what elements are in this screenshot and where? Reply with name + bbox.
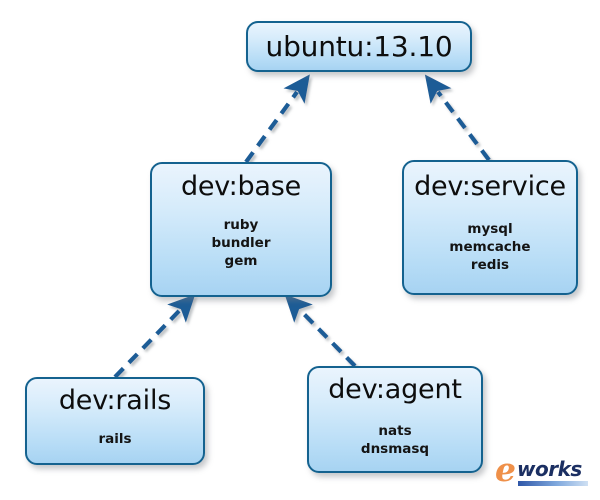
package-item: dnsmasq — [360, 441, 430, 458]
node-dev-base-packages: ruby bundler gem — [212, 217, 271, 270]
watermark-bar — [518, 481, 588, 486]
package-item: ruby — [223, 217, 259, 234]
edge-rails-to-base — [113, 294, 196, 379]
eworks-watermark-logo: e works — [495, 450, 595, 491]
node-ubuntu[interactable]: ubuntu:13.10 — [246, 21, 472, 72]
package-item: redis — [470, 256, 510, 273]
package-item: gem — [224, 252, 258, 269]
package-item: memcache — [449, 239, 531, 256]
edge-base-to-ubuntu — [244, 74, 310, 164]
node-dev-base[interactable]: dev:base ruby bundler gem — [150, 162, 332, 297]
node-dev-service[interactable]: dev:service mysql memcache redis — [402, 160, 578, 295]
node-dev-rails-packages: rails — [98, 431, 131, 449]
package-item: rails — [98, 431, 132, 448]
node-dev-agent-title: dev:agent — [328, 374, 462, 405]
node-dev-base-title: dev:base — [180, 171, 302, 202]
package-item: mysql — [467, 221, 513, 238]
package-item: bundler — [211, 235, 271, 252]
node-dev-agent[interactable]: dev:agent nats dnsmasq — [307, 366, 483, 473]
watermark-word: works — [517, 457, 582, 481]
node-dev-rails[interactable]: dev:rails rails — [25, 377, 205, 465]
node-dev-service-title: dev:service — [414, 171, 566, 202]
package-item: nats — [378, 423, 412, 440]
watermark-letter: e — [495, 450, 516, 489]
node-dev-rails-title: dev:rails — [58, 385, 172, 416]
node-dev-agent-packages: nats dnsmasq — [361, 423, 429, 459]
node-ubuntu-title: ubuntu:13.10 — [265, 29, 453, 63]
edge-service-to-ubuntu — [424, 74, 491, 162]
edge-agent-to-base — [284, 294, 357, 368]
node-dev-service-packages: mysql memcache redis — [449, 221, 530, 274]
